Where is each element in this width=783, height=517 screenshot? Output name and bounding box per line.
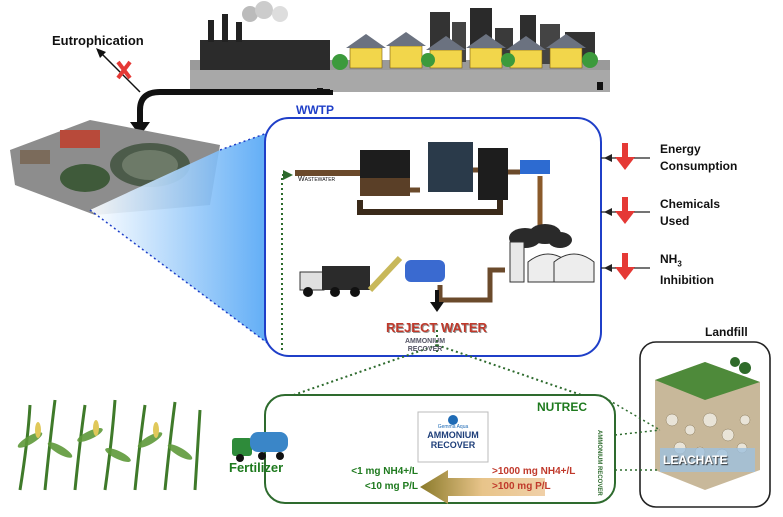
fertilizer-truck-icon [232, 432, 288, 462]
eutrophication-label: Eutrophication [52, 33, 144, 48]
wastewater-label: Wastewater [298, 176, 336, 183]
wwtp-logo-line2: RECOVER [407, 346, 443, 353]
impact-energy-line2: Consumption [660, 159, 738, 173]
water-drop-icon [448, 415, 458, 425]
logo-brand: Gemma Aqua [437, 424, 469, 430]
effluent-nh4: <1 mg NH4+/L [351, 466, 418, 477]
impact-chemicals-line2: Used [660, 214, 690, 228]
wwtp-process-schematic [281, 142, 595, 355]
landfill-title: Landfill [705, 325, 748, 339]
city-skyline-illustration [190, 1, 610, 92]
pipe-arrow-icon [130, 122, 150, 136]
impact-nh3-subscript: 3 [677, 259, 682, 269]
leachate-label: LEACHATE [663, 453, 728, 467]
sewer-pipe [137, 82, 603, 125]
wwtp-logo: AMMONIUM RECOVER [405, 338, 445, 354]
eutrophication-arrow-icon [96, 48, 106, 58]
wwtp-frame [264, 117, 602, 357]
logo-line1: AMMONIUM [427, 430, 479, 440]
wwtp-logo-line1: AMMONIUM [405, 338, 446, 345]
nutrec-title: NUTREC [537, 400, 587, 414]
impact-energy: Energy Consumption [660, 141, 737, 175]
landfill-illustration [655, 357, 760, 490]
influent-p: >100 mg P/L [492, 481, 551, 492]
effluent-p: <10 mg P/L [364, 481, 418, 492]
wwtp-title: WWTP [296, 103, 334, 117]
impact-nh3-line1: NH [660, 252, 678, 266]
landfill-side-label: AMMONIUM RECOVER [596, 430, 602, 496]
influent-values: >1000 mg NH4+/L >100 mg P/L [492, 464, 575, 494]
blocked-cross-icon [116, 60, 132, 80]
process-flow-arrow [420, 470, 545, 504]
impact-indicators [601, 143, 650, 280]
impact-energy-line1: Energy [660, 142, 701, 156]
fertilizer-label: Fertilizer [229, 460, 284, 475]
effluent-values: <1 mg NH4+/L <10 mg P/L [318, 464, 418, 494]
impact-nh3-line2: Inhibition [660, 273, 714, 288]
impact-chemicals: Chemicals Used [660, 196, 720, 230]
impact-chemicals-line1: Chemicals [660, 197, 721, 211]
impact-nh3: NH3 Inhibition [660, 251, 714, 289]
nutrec-logo-text: Gemma Aqua AMMONIUM RECOVER [418, 414, 488, 450]
influent-nh4: >1000 mg NH4+/L [492, 466, 576, 477]
reject-water-label: REJECT WATER [386, 320, 487, 335]
logo-line2: RECOVER [430, 440, 476, 450]
